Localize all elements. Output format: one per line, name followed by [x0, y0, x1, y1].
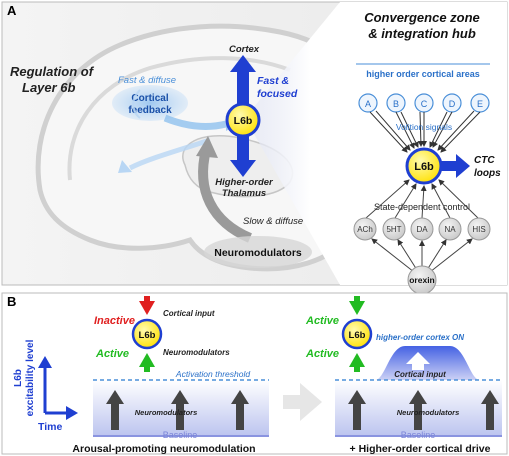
- cortical-feedback-blob: [112, 85, 188, 121]
- panel-a-label: A: [7, 3, 17, 18]
- thalamus-label-line2: Thalamus: [222, 188, 266, 199]
- right-neuromodulators-label: Neuromodulators: [397, 408, 460, 417]
- left-red-arrow-shaft: [144, 296, 150, 302]
- l6b-node-left: [131, 318, 163, 350]
- modulator-nodes: ACh 5HT DA NA HIS: [353, 217, 491, 241]
- modulator-ach: [353, 217, 377, 241]
- l6b-label-hub: L6b: [414, 161, 434, 173]
- slow-diffuse-arrow: [198, 148, 253, 243]
- left-green-arrow: [139, 353, 155, 367]
- feedback-arrow: [163, 114, 227, 130]
- left-caption: Arousal-promoting neuromodulation: [72, 443, 255, 455]
- left-modulator-arrows: [106, 390, 249, 430]
- modulator-na-label: NA: [444, 225, 456, 234]
- right-green-arrow-top-shaft: [354, 296, 360, 302]
- y-axis-arrowhead: [38, 356, 52, 368]
- right-caption: + Higher-order cortical drive: [350, 443, 491, 455]
- state-dependent-label: State-dependent control: [374, 202, 470, 212]
- l6b-label-regulation: L6b: [234, 115, 253, 127]
- diffuse-arrowhead-down: [118, 160, 132, 173]
- cortical-input-up-arrow: [406, 352, 430, 370]
- volition-arrows: [369, 110, 481, 153]
- left-threshold-label: Activation threshold: [175, 369, 250, 379]
- orexin-arrows: [371, 238, 473, 273]
- modulator-to-l6b-arrows: [365, 179, 479, 219]
- l6b-node-regulation: [225, 102, 261, 138]
- area-node-a: [358, 93, 378, 113]
- hub-wedge: [245, 2, 507, 285]
- fast-focused-line2: focused: [257, 88, 298, 100]
- left-baseline-label: Baseline: [163, 430, 198, 440]
- hub-title-line2: & integration hub: [368, 26, 476, 41]
- area-node-b-label: B: [393, 99, 399, 109]
- orexin-label: orexin: [409, 275, 435, 285]
- y-axis-label-line2: excitability level: [25, 339, 36, 416]
- cortex-arrow-shaft: [237, 68, 249, 104]
- right-active-top-label: Active: [305, 315, 339, 327]
- right-green-arrow-bottom: [349, 353, 365, 367]
- left-active-label: Active: [95, 348, 129, 360]
- regulation-title-line1: Regulation of: [10, 64, 95, 79]
- slow-diffuse-arrowhead: [196, 136, 218, 158]
- l6b-label-right: L6b: [349, 330, 366, 341]
- brain-inner-contour: [67, 56, 291, 181]
- neuromodulators-blob: [204, 236, 312, 268]
- left-neuromodulators-label: Neuromodulators: [135, 408, 198, 417]
- neuromodulators-label: Neuromodulators: [214, 247, 302, 259]
- left-inactive-label: Inactive: [94, 315, 135, 327]
- l6b-label-left: L6b: [139, 330, 156, 341]
- regulation-title-line2: Layer 6b: [22, 80, 76, 95]
- hub-title-line1: Convergence zone: [364, 10, 480, 25]
- fast-focused-line1: Fast &: [257, 75, 289, 87]
- right-green-arrow-bottom-shaft: [354, 366, 360, 372]
- cortical-feedback-line1: Cortical: [131, 93, 168, 104]
- ctc-loops-line2: loops: [474, 168, 501, 179]
- cortical-feedback-line2: feedback: [128, 105, 172, 116]
- ctc-arrow-shaft: [441, 161, 457, 171]
- ctc-arrowhead: [456, 154, 470, 178]
- x-axis-arrowhead: [66, 406, 78, 420]
- left-green-arrow-shaft: [144, 366, 150, 372]
- modulator-da-label: DA: [416, 225, 428, 234]
- right-modulator-arrows: [348, 390, 499, 430]
- higher-order-on-label: higher-order cortex ON: [376, 333, 464, 342]
- modulator-ach-label: ACh: [357, 225, 373, 234]
- left-neuromodulators-side-label: Neuromodulators: [163, 348, 230, 357]
- thalamus-arrow-shaft: [237, 136, 249, 164]
- volition-signals-label: Volition signals: [396, 122, 452, 132]
- right-baseline-label: Baseline: [401, 430, 436, 440]
- modulator-na: [438, 217, 462, 241]
- left-cortical-input-label: Cortical input: [163, 309, 215, 318]
- cortex-arrowhead: [230, 55, 256, 72]
- left-red-arrow: [139, 301, 155, 315]
- area-node-c-label: C: [421, 99, 428, 109]
- thalamus-label-line1: Higher-order: [215, 177, 274, 188]
- ctc-loops-line1: CTC: [474, 155, 495, 166]
- panel-b-label: B: [7, 294, 16, 309]
- transition-arrow: [283, 383, 322, 421]
- cortex-label: Cortex: [229, 44, 260, 55]
- area-node-d-label: D: [449, 99, 456, 109]
- x-axis-label: Time: [38, 421, 62, 433]
- modulator-his: [467, 217, 491, 241]
- diffuse-arrow-down: [128, 137, 211, 171]
- area-node-e-label: E: [477, 99, 483, 109]
- slow-diffuse-label: Slow & diffuse: [243, 216, 303, 227]
- l6b-node-right: [341, 318, 373, 350]
- modulator-5ht: [382, 217, 406, 241]
- right-cortical-input-label: Cortical input: [394, 370, 446, 379]
- right-green-arrow-top: [349, 301, 365, 315]
- area-nodes: A B C D E: [358, 93, 490, 113]
- fast-diffuse-label: Fast & diffuse: [118, 75, 176, 86]
- right-active-bottom-label: Active: [305, 348, 339, 360]
- area-node-a-label: A: [365, 99, 371, 109]
- y-axis-label-line1: L6b: [13, 369, 24, 387]
- modulator-5ht-label: 5HT: [386, 225, 401, 234]
- higher-order-areas-label: higher order cortical areas: [366, 69, 480, 79]
- thalamus-arrowhead: [230, 160, 256, 177]
- diffuse-arrow-small: [132, 89, 141, 119]
- modulator-his-label: HIS: [472, 225, 485, 234]
